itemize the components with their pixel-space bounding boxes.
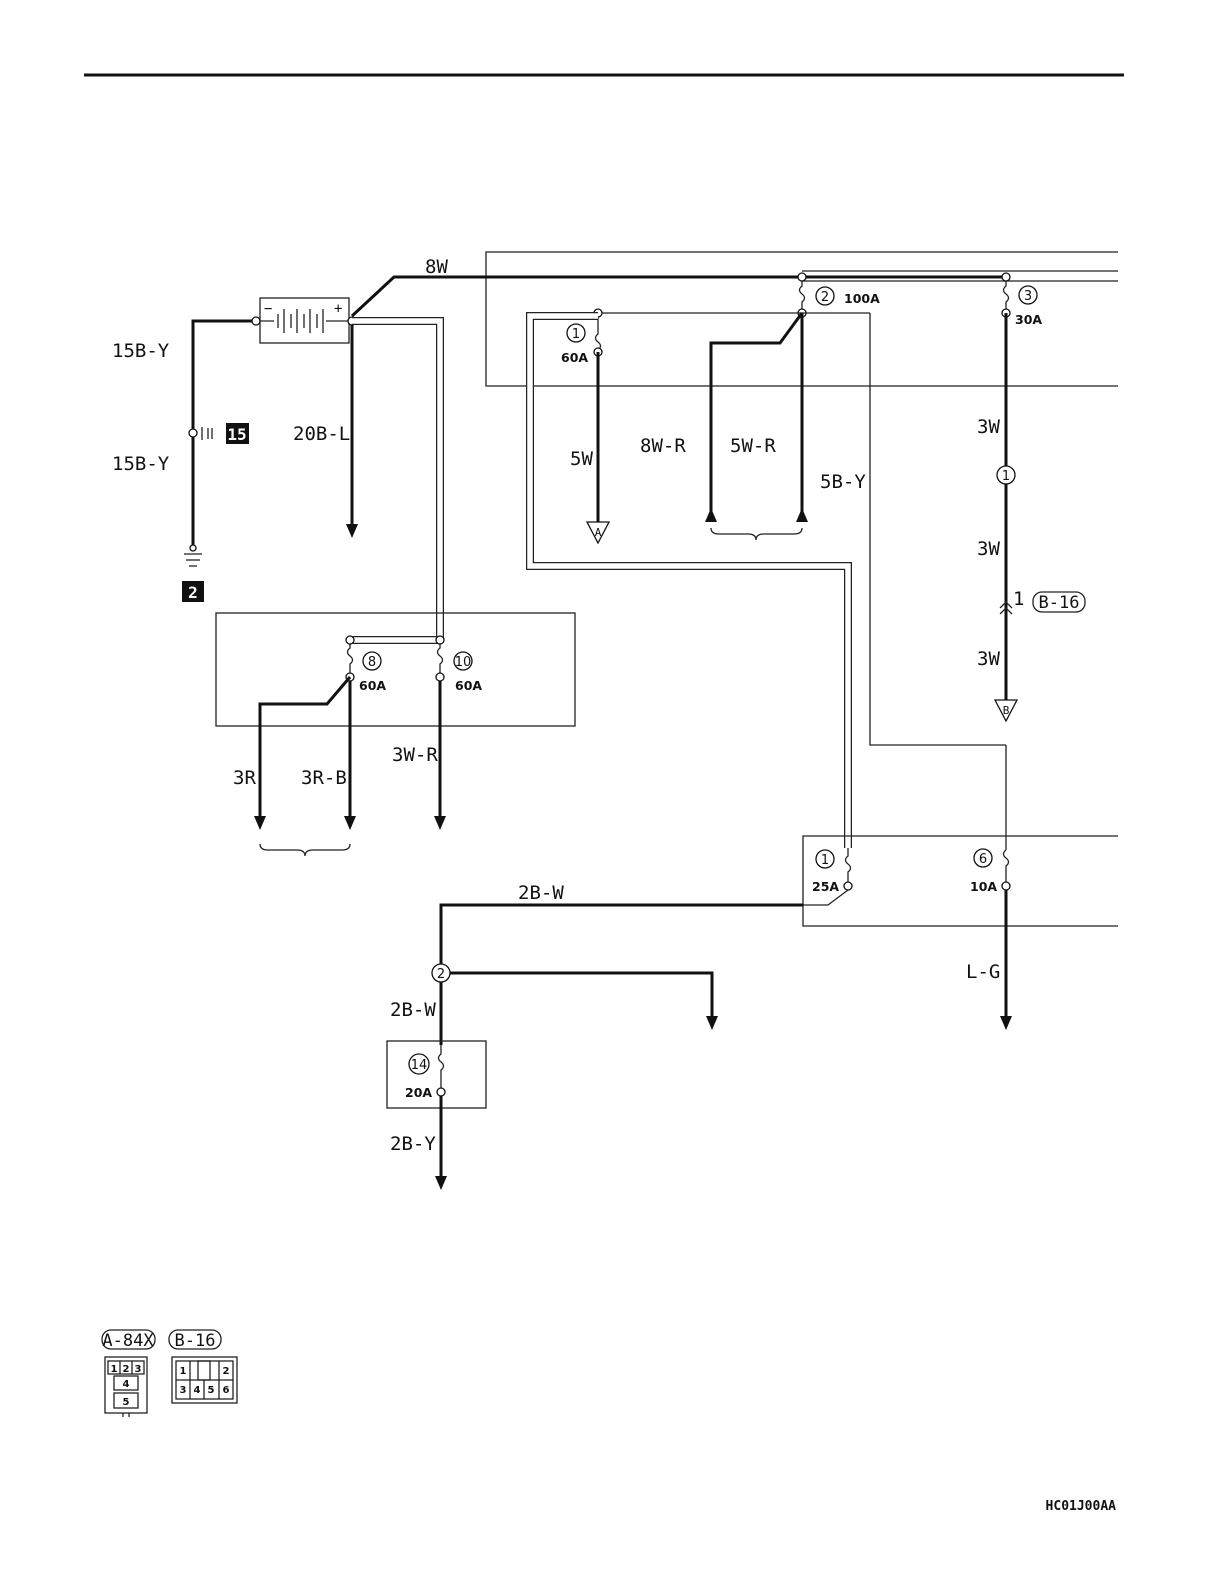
fuse-box-14: [387, 1041, 486, 1108]
svg-text:3W: 3W: [977, 538, 1000, 560]
svg-text:+: +: [334, 301, 342, 317]
svg-text:2: 2: [223, 1366, 230, 1377]
svg-text:4: 4: [123, 1379, 130, 1390]
svg-text:60A: 60A: [455, 678, 482, 693]
wire-label-5b-y: 5B-Y: [820, 471, 866, 493]
connector-b-16: B-16 1 2 3 4 5 6: [169, 1330, 237, 1403]
svg-text:2: 2: [821, 290, 829, 305]
wire-label-8w-r: 8W-R: [640, 435, 686, 457]
svg-text:10A: 10A: [970, 879, 997, 894]
fuse-2: 2 100A: [798, 273, 880, 317]
svg-text:25A: 25A: [812, 879, 839, 894]
fuse-box-lower-right: [803, 836, 1118, 926]
svg-text:B-16: B-16: [1039, 593, 1080, 613]
svg-text:1: 1: [1013, 588, 1024, 610]
ground-a-letter: A: [595, 526, 602, 539]
wire-label-2b-w-top: 2B-W: [518, 882, 564, 904]
wire-label-2b-w-lower: 2B-W: [390, 999, 436, 1021]
svg-text:2: 2: [437, 967, 445, 982]
svg-text:1: 1: [1002, 469, 1010, 484]
svg-text:6: 6: [979, 852, 987, 867]
svg-text:15B-Y: 15B-Y: [112, 340, 170, 362]
svg-text:A-84X: A-84X: [102, 1331, 154, 1351]
svg-text:2: 2: [123, 1364, 130, 1375]
svg-text:20A: 20A: [405, 1085, 432, 1100]
wire-label-3r-b: 3R-B: [301, 767, 347, 789]
fuse-10: 10 60A: [436, 636, 482, 693]
svg-text:15: 15: [227, 425, 246, 444]
arrow-up-left: [705, 508, 717, 522]
fuse-6: 6 10A: [970, 745, 1010, 894]
ground-b-letter: B: [1003, 704, 1010, 717]
svg-text:3W: 3W: [977, 416, 1000, 438]
figure-code: HC01J00AA: [1046, 1499, 1117, 1514]
svg-text:15B-Y: 15B-Y: [112, 453, 170, 475]
wire-8w: [352, 277, 802, 316]
svg-text:B-16: B-16: [175, 1331, 216, 1351]
svg-text:1: 1: [572, 327, 580, 342]
svg-text:3: 3: [1024, 289, 1032, 304]
arrow-up-right: [796, 508, 808, 522]
wire-label-3w-r: 3W-R: [392, 744, 438, 766]
svg-text:−: −: [264, 301, 272, 317]
svg-text:60A: 60A: [561, 350, 588, 365]
svg-text:3: 3: [135, 1364, 142, 1375]
svg-text:2: 2: [188, 583, 198, 602]
fuse-1-25a: 1 25A: [812, 848, 852, 894]
fuse-8: 8 60A: [346, 636, 386, 693]
svg-text:1: 1: [180, 1366, 187, 1377]
svg-text:60A: 60A: [359, 678, 386, 693]
svg-text:6: 6: [223, 1385, 230, 1396]
svg-text:1: 1: [111, 1364, 118, 1375]
wire-label-3r: 3R: [233, 767, 256, 789]
wire-label-8w: 8W: [425, 256, 448, 278]
wire-label-5w-r: 5W-R: [730, 435, 776, 457]
fuse-14: 14 20A: [405, 1045, 445, 1100]
svg-text:5: 5: [123, 1397, 130, 1408]
svg-text:100A: 100A: [844, 291, 880, 306]
svg-text:30A: 30A: [1015, 312, 1042, 327]
svg-text:3: 3: [180, 1385, 187, 1396]
svg-text:8: 8: [368, 655, 376, 670]
svg-text:4: 4: [194, 1385, 201, 1396]
svg-text:1: 1: [821, 853, 829, 868]
svg-text:3W: 3W: [977, 648, 1000, 670]
svg-text:14: 14: [411, 1058, 428, 1073]
wire-label-20b-l: 20B-L: [293, 423, 350, 445]
fusible-link-box-2: [216, 613, 575, 726]
wire-label-2b-y: 2B-Y: [390, 1133, 436, 1155]
svg-text:10: 10: [455, 655, 472, 670]
battery: − +: [252, 298, 356, 343]
wire-label-l-g: L-G: [966, 961, 1000, 983]
wire-label-5w: 5W: [570, 448, 593, 470]
svg-text:5: 5: [208, 1385, 215, 1396]
connector-a-84x: A-84X 1 2 3 4 5: [102, 1330, 155, 1417]
